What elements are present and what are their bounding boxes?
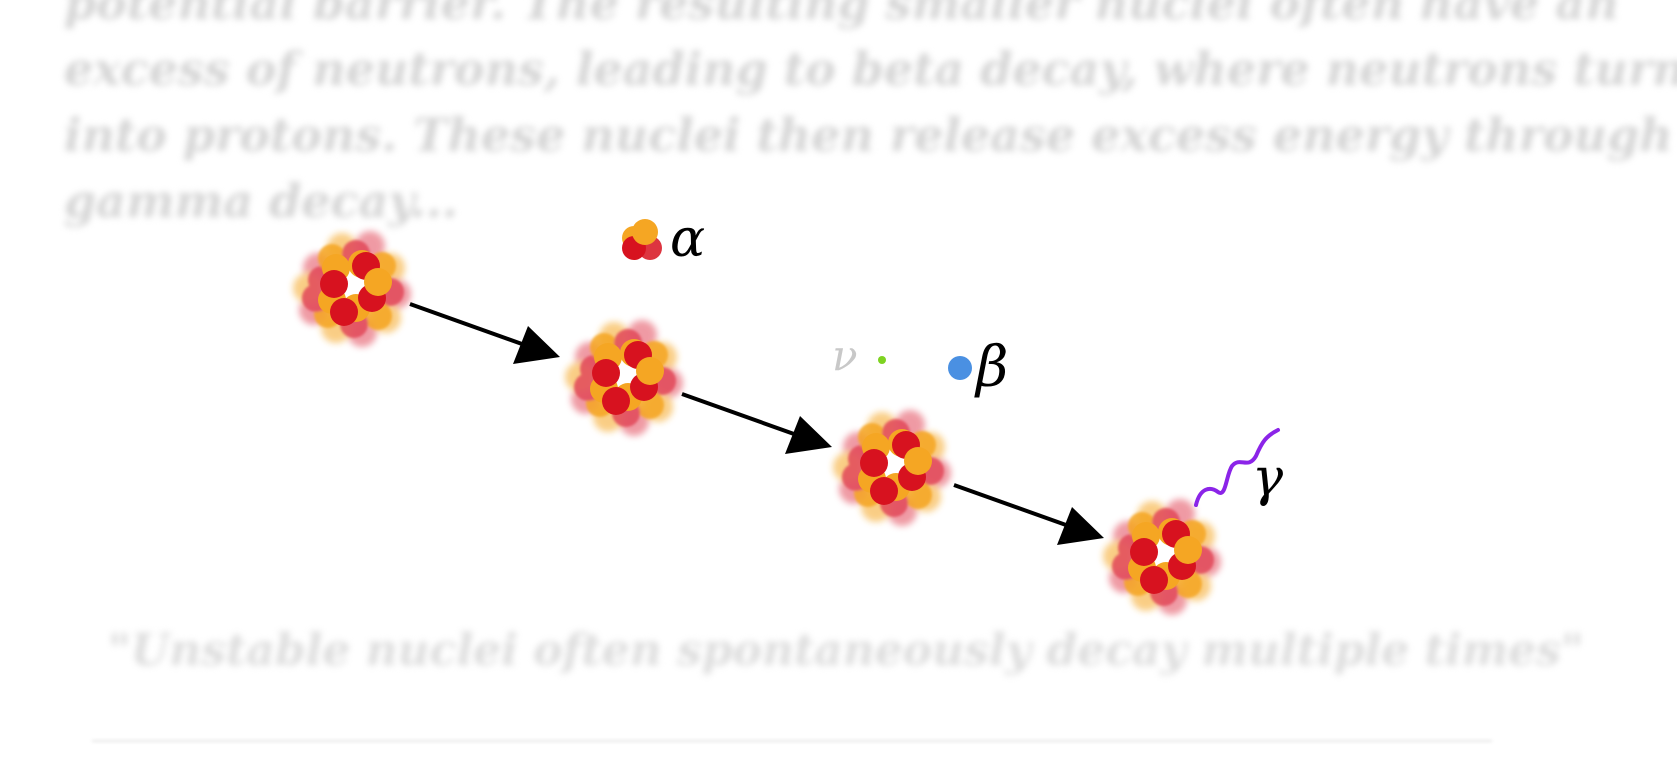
nucleus-2: [565, 320, 683, 436]
neutrino-particle-icon: [878, 356, 886, 364]
decay-arrow-1: [409, 302, 560, 364]
decay-arrow-3: [953, 483, 1104, 545]
alpha-symbol: α: [670, 209, 705, 269]
paragraph-line: excess of neutrons, leading to beta deca…: [64, 42, 1677, 96]
divider: [92, 740, 1492, 742]
gamma-symbol: γ: [1252, 448, 1284, 508]
neutrino-symbol: ν: [832, 331, 858, 380]
alpha-particle-icon: [622, 219, 662, 260]
blurred-paragraph: potential barrier. The resulting smaller…: [64, 0, 1677, 234]
caption-quote: "Unstable nuclei often spontaneously dec…: [108, 625, 1584, 676]
nucleus-3: [833, 410, 951, 526]
beta-symbol: β: [974, 335, 1008, 400]
paragraph-line: potential barrier. The resulting smaller…: [64, 0, 1619, 30]
nucleus-1: [293, 231, 411, 347]
paragraph-line: gamma decay...: [64, 174, 458, 228]
nucleus-4: [1103, 499, 1221, 615]
beta-particle-icon: [948, 356, 972, 380]
paragraph-line: into protons. These nuclei then release …: [64, 108, 1673, 162]
decay-arrow-2: [681, 392, 832, 454]
gamma-wave-icon: [1194, 428, 1280, 507]
